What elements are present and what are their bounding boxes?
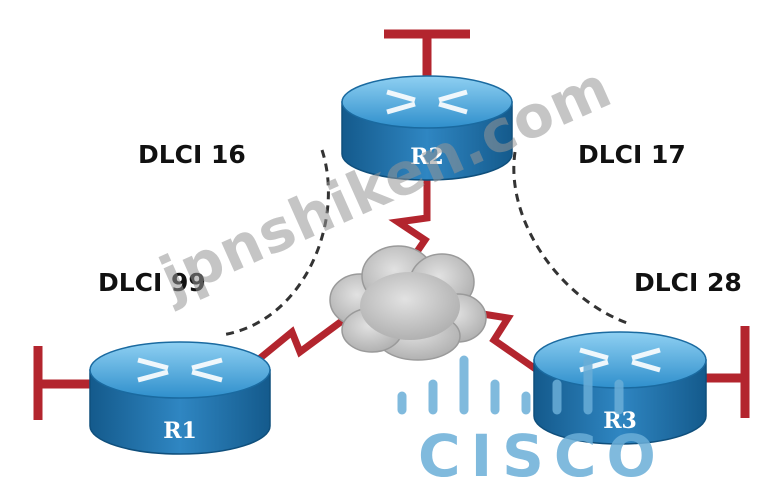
router-arrows-icon [386,89,468,115]
cisco-logo-bars-icon [397,355,624,415]
dlci-label-99: DLCI 99 [98,268,206,297]
serial-link-r3 [469,308,542,375]
pvc-r2-r1 [221,149,330,337]
router-label-r2: R2 [410,144,444,170]
router-label-r1: R1 [163,418,197,444]
router-r1[interactable]: R1 [89,341,271,455]
ethernet-r3 [705,326,750,418]
pvc-r2-r3 [512,151,631,326]
router-r2[interactable]: R2 [341,75,513,181]
dlci-label-28: DLCI 28 [634,268,742,297]
ethernet-r2 [384,29,470,78]
dlci-label-16: DLCI 16 [138,140,246,169]
ethernet-r1 [33,346,90,420]
cisco-logo-text: CISCO [418,422,666,490]
router-arrows-icon [137,357,223,383]
dlci-label-17: DLCI 17 [578,140,686,169]
serial-link-r1 [245,315,349,371]
frame-relay-cloud [329,245,487,361]
serial-link-r2 [388,178,431,264]
